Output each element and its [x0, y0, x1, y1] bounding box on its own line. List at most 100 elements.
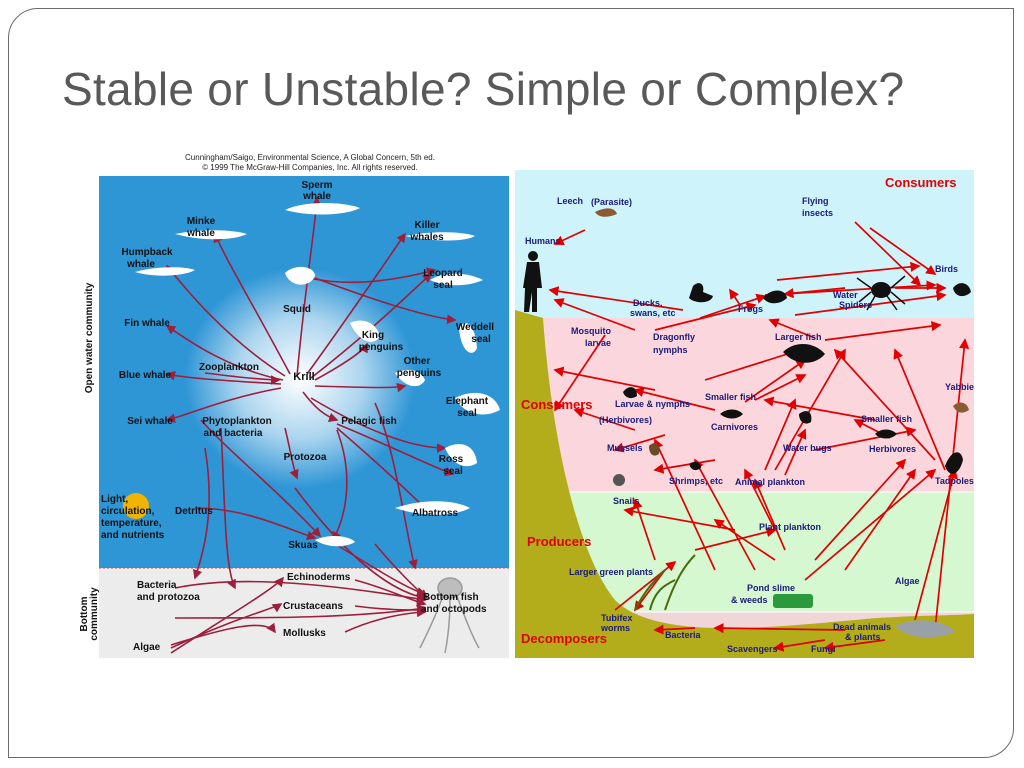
right-silhouettes	[523, 208, 971, 486]
algae-label: Algae	[133, 642, 161, 653]
spider-icon	[856, 275, 906, 311]
shrimp-icon	[689, 461, 701, 471]
leech-label: Leech	[557, 196, 583, 206]
tadpole-icon	[945, 452, 963, 474]
larger-fish-label: Larger fish	[775, 332, 822, 342]
leopard-seal-label-2: seal	[433, 280, 453, 291]
tubifex-label-1: Tubifex	[601, 613, 632, 623]
protozoa-label: Protozoa	[284, 452, 327, 463]
elephant-seal-label-2: seal	[457, 408, 477, 419]
zooplankton-label: Zooplankton	[199, 362, 259, 373]
squid-icon	[285, 266, 315, 285]
other-penguin-icon	[395, 369, 425, 387]
other-penguins-label-1: Other	[404, 356, 431, 367]
zone-consumers-top: Consumers	[885, 175, 957, 190]
tadpoles-label: Tadpoles	[935, 476, 974, 486]
humpback-whale-icon	[135, 267, 195, 276]
sperm-whale-icon	[285, 203, 360, 215]
sei-whale-label: Sei whale	[127, 416, 173, 427]
parasite-label: (Parasite)	[591, 197, 632, 207]
light-label-4: and nutrients	[101, 530, 165, 541]
frog-icon	[763, 290, 787, 304]
frogs-label: Frogs	[738, 304, 763, 314]
pond-slime-icon	[773, 594, 813, 608]
scavengers-label: Scavengers	[727, 644, 778, 654]
plants	[634, 554, 955, 638]
larger-fish-icon	[783, 343, 825, 363]
pond-slime-label-1: Pond slime	[747, 583, 795, 593]
leech-icon	[595, 208, 617, 217]
phytoplankton-label-1: Phytoplankton	[202, 416, 271, 427]
humpback-label-1: Humpback	[121, 247, 173, 258]
credit-line-2: © 1999 The McGraw-Hill Companies, Inc. A…	[202, 163, 418, 172]
mosquito-label-1: Mosquito	[571, 326, 611, 336]
yabbie-icon	[953, 402, 969, 413]
mussel-icon	[649, 443, 660, 456]
pelagic-fish-label: Pelagic fish	[341, 416, 397, 427]
killer-whale-icon	[405, 232, 475, 241]
crustaceans-label: Crustaceans	[283, 601, 343, 612]
albatross-label: Albatross	[412, 508, 459, 519]
mosquito-label-2: larvae	[585, 338, 611, 348]
leopard-seal-label-1: Leopard	[423, 268, 462, 279]
humpback-label-2: whale	[126, 259, 155, 270]
ross-seal-label-1: Ross	[439, 454, 464, 465]
light-label-1: Light,	[101, 494, 128, 505]
echinoderms-label: Echinoderms	[287, 572, 351, 583]
herbivores-paren-label: (Herbivores)	[599, 415, 652, 425]
open-water-label: Open water community	[84, 282, 95, 393]
dragonfly-label-2: nymphs	[653, 345, 688, 355]
sky-zone	[515, 170, 974, 318]
antarctic-food-web: Cunningham/Saigo, Environmental Science,…	[79, 153, 509, 658]
killer-whale-label-2: whales	[409, 232, 444, 243]
king-penguin-icon	[350, 320, 380, 342]
zone-decomposers: Decomposers	[521, 631, 607, 646]
slide-frame	[8, 8, 1014, 758]
larvae-nymphs-label: Larvae & nymphs	[615, 399, 690, 409]
flying-insects-label-1: Flying	[802, 196, 829, 206]
phytoplankton-label-2: and bacteria	[204, 428, 263, 439]
skuas-label: Skuas	[288, 540, 318, 551]
squid-label: Squid	[283, 304, 311, 315]
bacteria-label-2: and protozoa	[137, 592, 200, 603]
tubifex-label-2: worms	[600, 623, 630, 633]
zone-producers: Producers	[527, 534, 591, 549]
light-label-3: temperature,	[101, 518, 162, 529]
dead-fish-icon	[895, 620, 955, 638]
weddell-seal-icon	[459, 323, 477, 353]
sperm-whale-label-1: Sperm	[301, 180, 332, 191]
credit-line-1: Cunningham/Saigo, Environmental Science,…	[185, 153, 435, 162]
herbivores-right-label: Herbivores	[869, 444, 916, 454]
smaller-fish-right-label: Smaller fish	[861, 414, 912, 424]
pond-food-web: Consumers Consumers Producers Decomposer…	[515, 170, 974, 658]
bottom-fish-label-1: Bottom fish	[423, 592, 479, 603]
bottom-fish-label-2: and octopods	[421, 604, 487, 615]
water-spiders-label-1: Water	[833, 290, 858, 300]
elephant-seal-icon	[455, 392, 500, 415]
human-icon	[523, 251, 542, 312]
elephant-seal-label-1: Elephant	[446, 396, 489, 407]
animal-plankton-label: Animal plankton	[735, 477, 805, 487]
skua-icon	[315, 535, 355, 547]
ross-seal-label-2: seal	[443, 466, 463, 477]
birds-label: Birds	[935, 264, 958, 274]
dead-label-1: Dead animals	[833, 622, 891, 632]
king-penguin-label-2: penguins	[359, 342, 404, 353]
right-arrows	[548, 221, 970, 652]
fin-whale-label: Fin whale	[124, 318, 170, 329]
water-spiders-label-2: Spiders	[839, 300, 872, 310]
carnivores-label: Carnivores	[711, 422, 758, 432]
pond-slime-label-2: & weeds	[731, 595, 768, 605]
octopus-icon	[419, 577, 480, 654]
snails-label: Snails	[613, 496, 640, 506]
bacteria-label-right: Bacteria	[665, 630, 702, 640]
ducks-label-1: Ducks,	[633, 298, 663, 308]
krill-label: Krill	[293, 371, 314, 383]
minke-whale-label-1: Minke	[187, 216, 216, 227]
fungi-label: Fungi	[811, 644, 836, 654]
mussels-label: Mussels	[607, 443, 643, 453]
slide-title: Stable or Unstable? Simple or Complex?	[62, 63, 905, 115]
light-label-2: circulation,	[101, 506, 155, 517]
killer-whale-label-1: Killer	[414, 220, 439, 231]
sperm-whale-label-2: whale	[302, 191, 331, 202]
